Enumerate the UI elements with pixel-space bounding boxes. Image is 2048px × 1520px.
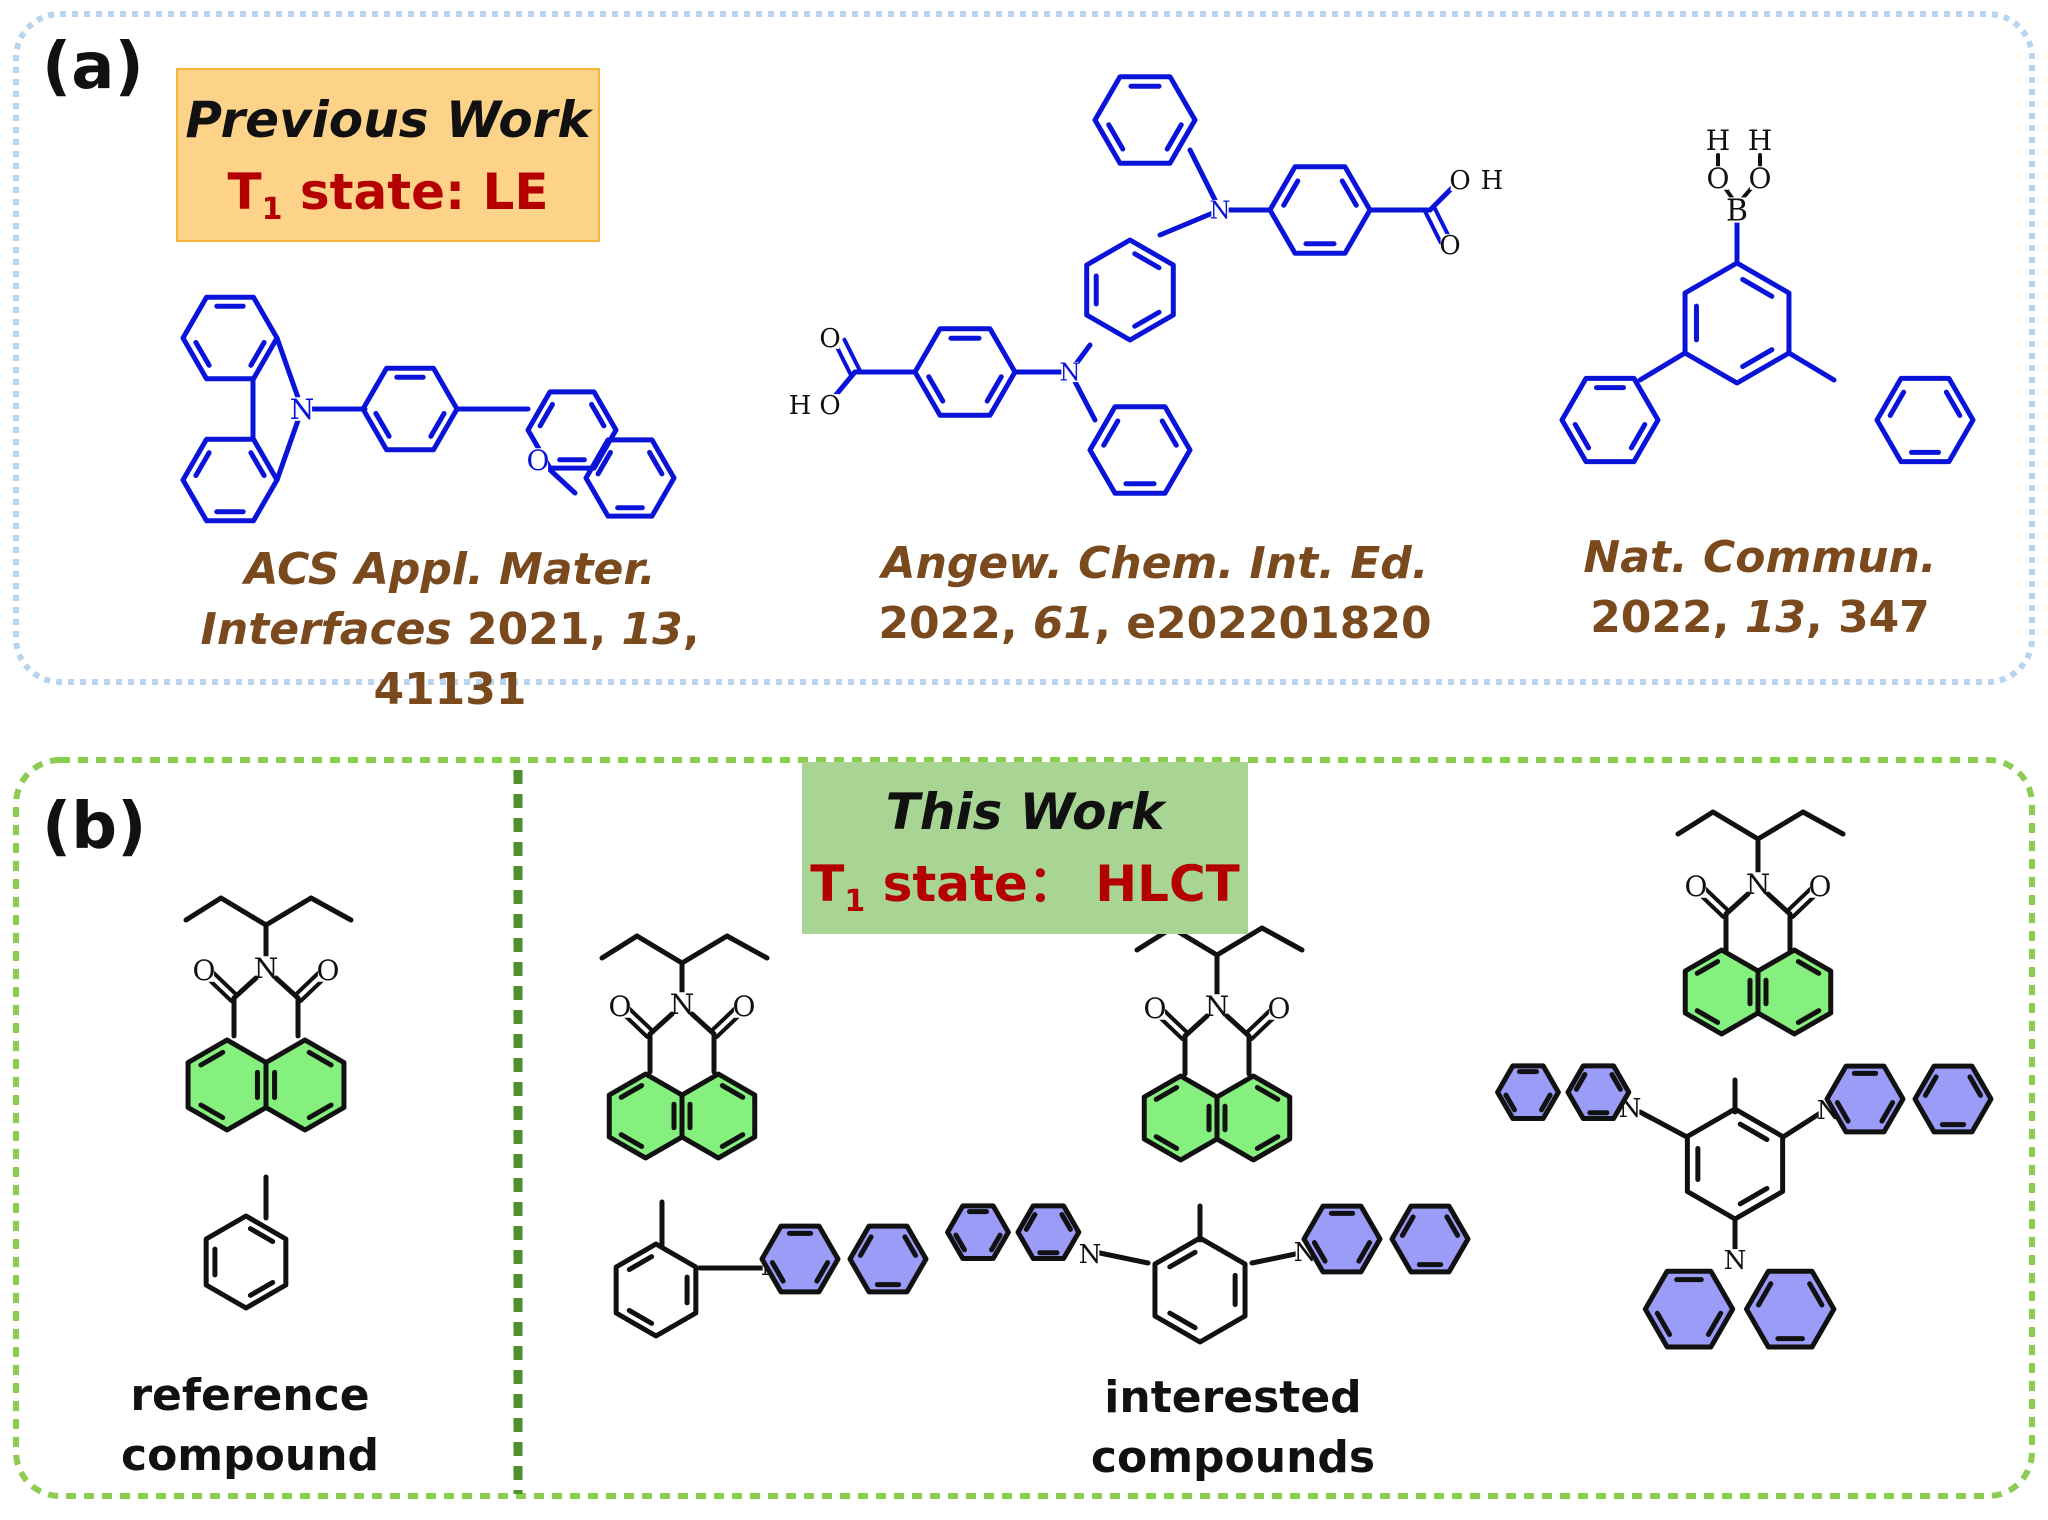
oxygen-atom: O — [1749, 162, 1772, 195]
nitrogen-atom: N — [290, 393, 315, 426]
carbazole-donor-left — [1495, 1063, 1632, 1122]
oxygen-atom: O — [193, 954, 216, 987]
panel-b-label: (b) — [42, 790, 147, 864]
carbazole-donor-right — [1301, 1203, 1471, 1275]
carbazole-donor-right — [1824, 1063, 1994, 1135]
citation-2-journal: Angew. Chem. Int. Ed. — [881, 538, 1429, 589]
oxygen-atom: O — [609, 990, 632, 1023]
reference-citation-2: Angew. Chem. Int. Ed. 2022, 61, e2022018… — [878, 538, 1432, 649]
nitrogen-atom: N — [1210, 196, 1231, 224]
reference-compound-caption: reference compound — [120, 1370, 380, 1481]
this-work-box: This Work T1 state： HLCT — [802, 762, 1248, 934]
oxygen-atom: O — [819, 391, 840, 421]
this-work-state: T1 state： HLCT — [810, 855, 1240, 919]
nitrogen-atom: N — [1724, 1246, 1747, 1276]
oxygen-atom: O — [733, 990, 756, 1023]
panel-a-frame — [13, 11, 2035, 685]
hydrogen-atom: H — [1706, 124, 1730, 157]
hydrogen-atom: H — [1748, 124, 1772, 157]
panel-a-label: (a) — [42, 30, 144, 104]
carbazole-donor-bottom — [1642, 1268, 1837, 1350]
oxygen-atom: O — [1685, 870, 1708, 903]
panel-b-frame — [13, 757, 2035, 1499]
nitrogen-atom: N — [1079, 1240, 1102, 1270]
oxygen-atom: O — [1707, 162, 1730, 195]
citation-3-journal: Nat. Commun. — [1583, 532, 1937, 583]
previous-work-box: Previous Work T1 state: LE — [176, 68, 600, 242]
oxygen-atom: O — [317, 954, 340, 987]
oxygen-atom: O — [819, 324, 840, 354]
oxygen-atom: O — [1809, 870, 1832, 903]
reference-citation-1: ACS Appl. Mater. Interfaces 2021, 13, 41… — [200, 544, 700, 715]
carbazole-donor — [759, 1223, 929, 1295]
interested-compounds-caption: interested compounds — [1090, 1372, 1376, 1483]
reference-citation-3: Nat. Commun. 2022, 13, 347 — [1583, 532, 1937, 643]
previous-work-state: T1 state: LE — [227, 163, 549, 227]
hydrogen-atom: H — [1481, 166, 1504, 196]
oxygen-atom: O — [1449, 166, 1470, 196]
carbazole-donor-left — [945, 1203, 1082, 1262]
nitrogen-atom: N — [1060, 358, 1081, 386]
previous-work-title: Previous Work — [185, 91, 591, 149]
oxygen-atom: O — [527, 444, 550, 477]
molecule-carbazole-phenyl-dibenzofuran: NO — [180, 294, 677, 524]
hydrogen-atom: H — [789, 391, 812, 421]
oxygen-atom: O — [1268, 992, 1291, 1025]
citation-1-journal-line1: ACS Appl. Mater. — [244, 544, 656, 595]
boron-atom: B — [1726, 194, 1748, 229]
this-work-title: This Work — [885, 783, 1165, 841]
citation-1-journal-line2: Interfaces — [200, 604, 452, 655]
oxygen-atom: O — [1439, 231, 1460, 261]
oxygen-atom: O — [1144, 992, 1167, 1025]
